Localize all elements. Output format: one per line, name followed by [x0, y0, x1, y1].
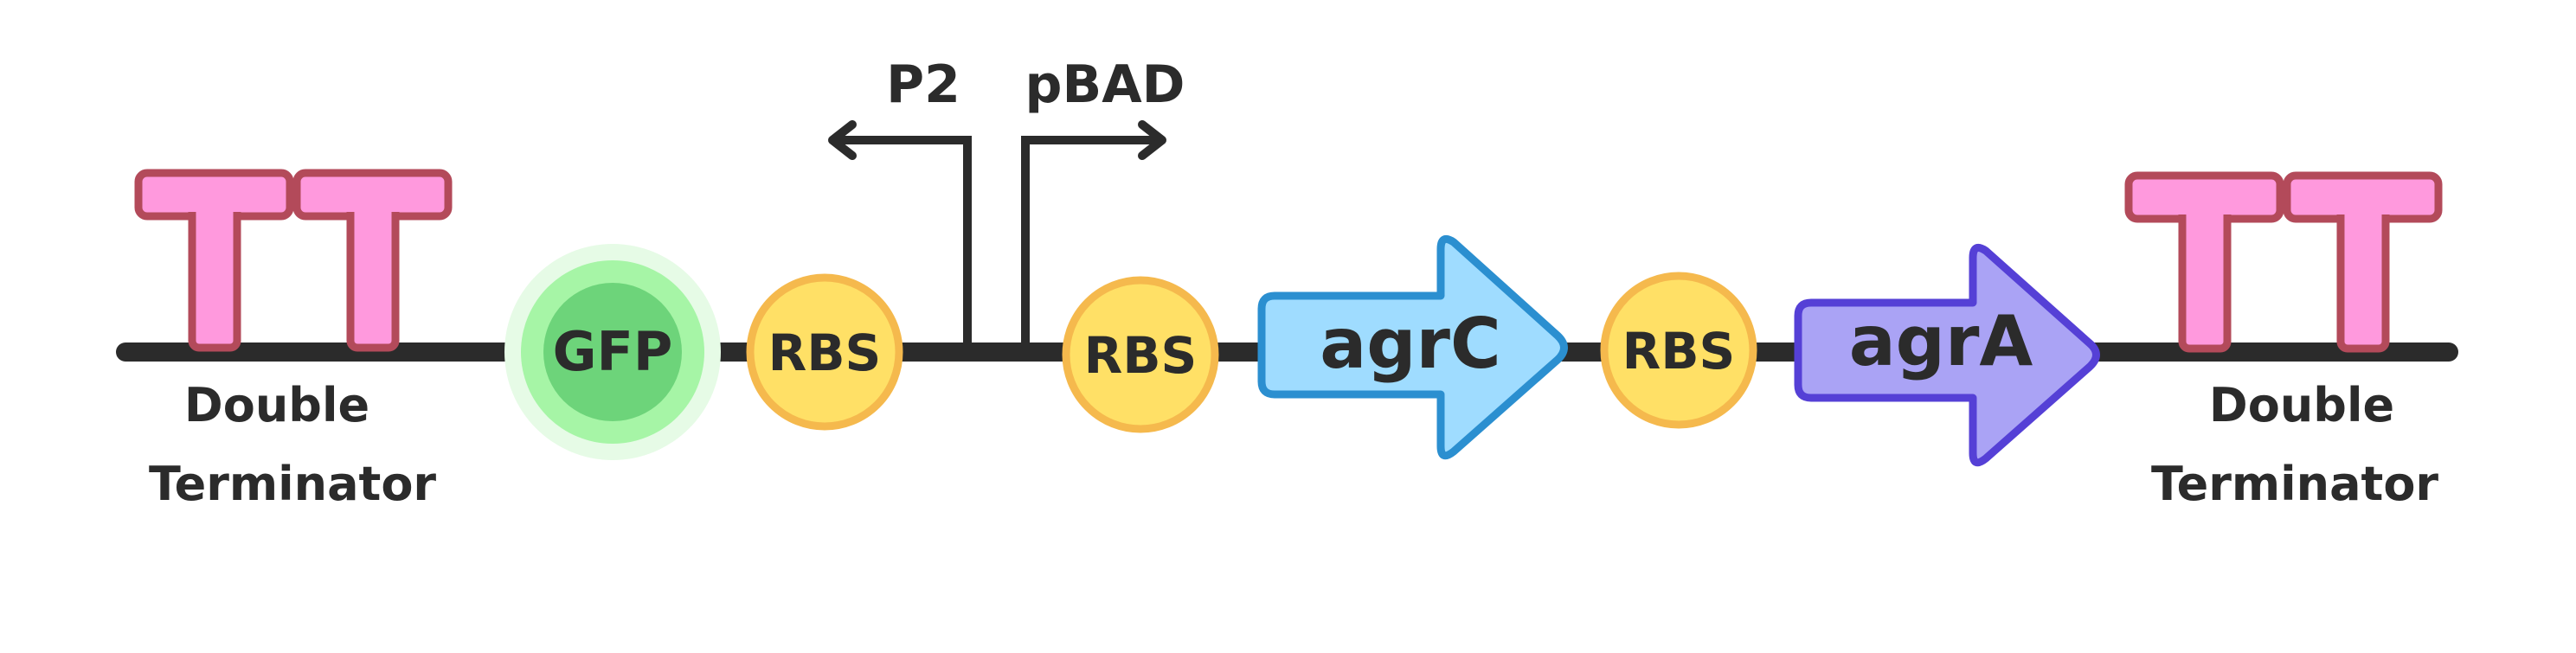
gene-agra: agrA [1794, 243, 2100, 467]
promoter-pbad: pBAD [1021, 54, 1185, 344]
gene-agra-label: agrA [1849, 301, 2033, 381]
gfp-label: GFP [553, 320, 673, 383]
gene-agrc: agrC [1257, 234, 1568, 460]
rbs-2-label: RBS [1084, 326, 1198, 385]
promoter-pbad-arrowhead [1138, 120, 1166, 160]
terminator-right-t1 [2124, 171, 2284, 353]
promoter-p2-arrowhead [828, 120, 857, 160]
rbs-2: RBS [1062, 276, 1219, 433]
terminator-right-label-line2: Terminator [2151, 457, 2438, 511]
promoter-pbad-label: pBAD [1025, 54, 1185, 115]
gene-agrc-label: agrC [1320, 304, 1500, 384]
rbs-3: RBS [1600, 272, 1757, 429]
gfp-reporter: GFP [504, 244, 721, 460]
terminator-left-label-line2: Terminator [149, 457, 436, 511]
promoter-p2: P2 [828, 54, 972, 344]
terminator-left-t2 [292, 169, 453, 352]
terminator-right-t2 [2283, 171, 2443, 353]
terminator-right-label-line1: Double [2209, 378, 2394, 432]
terminator-right: Double Terminator [2124, 171, 2443, 511]
rbs-3-label: RBS [1622, 322, 1736, 381]
promoter-p2-label: P2 [886, 54, 960, 115]
terminator-left-label-line1: Double [184, 378, 369, 432]
terminator-left-t1 [134, 169, 294, 352]
rbs-1: RBS [746, 273, 903, 431]
rbs-1-label: RBS [768, 323, 882, 382]
terminator-left: Double Terminator [134, 169, 453, 511]
